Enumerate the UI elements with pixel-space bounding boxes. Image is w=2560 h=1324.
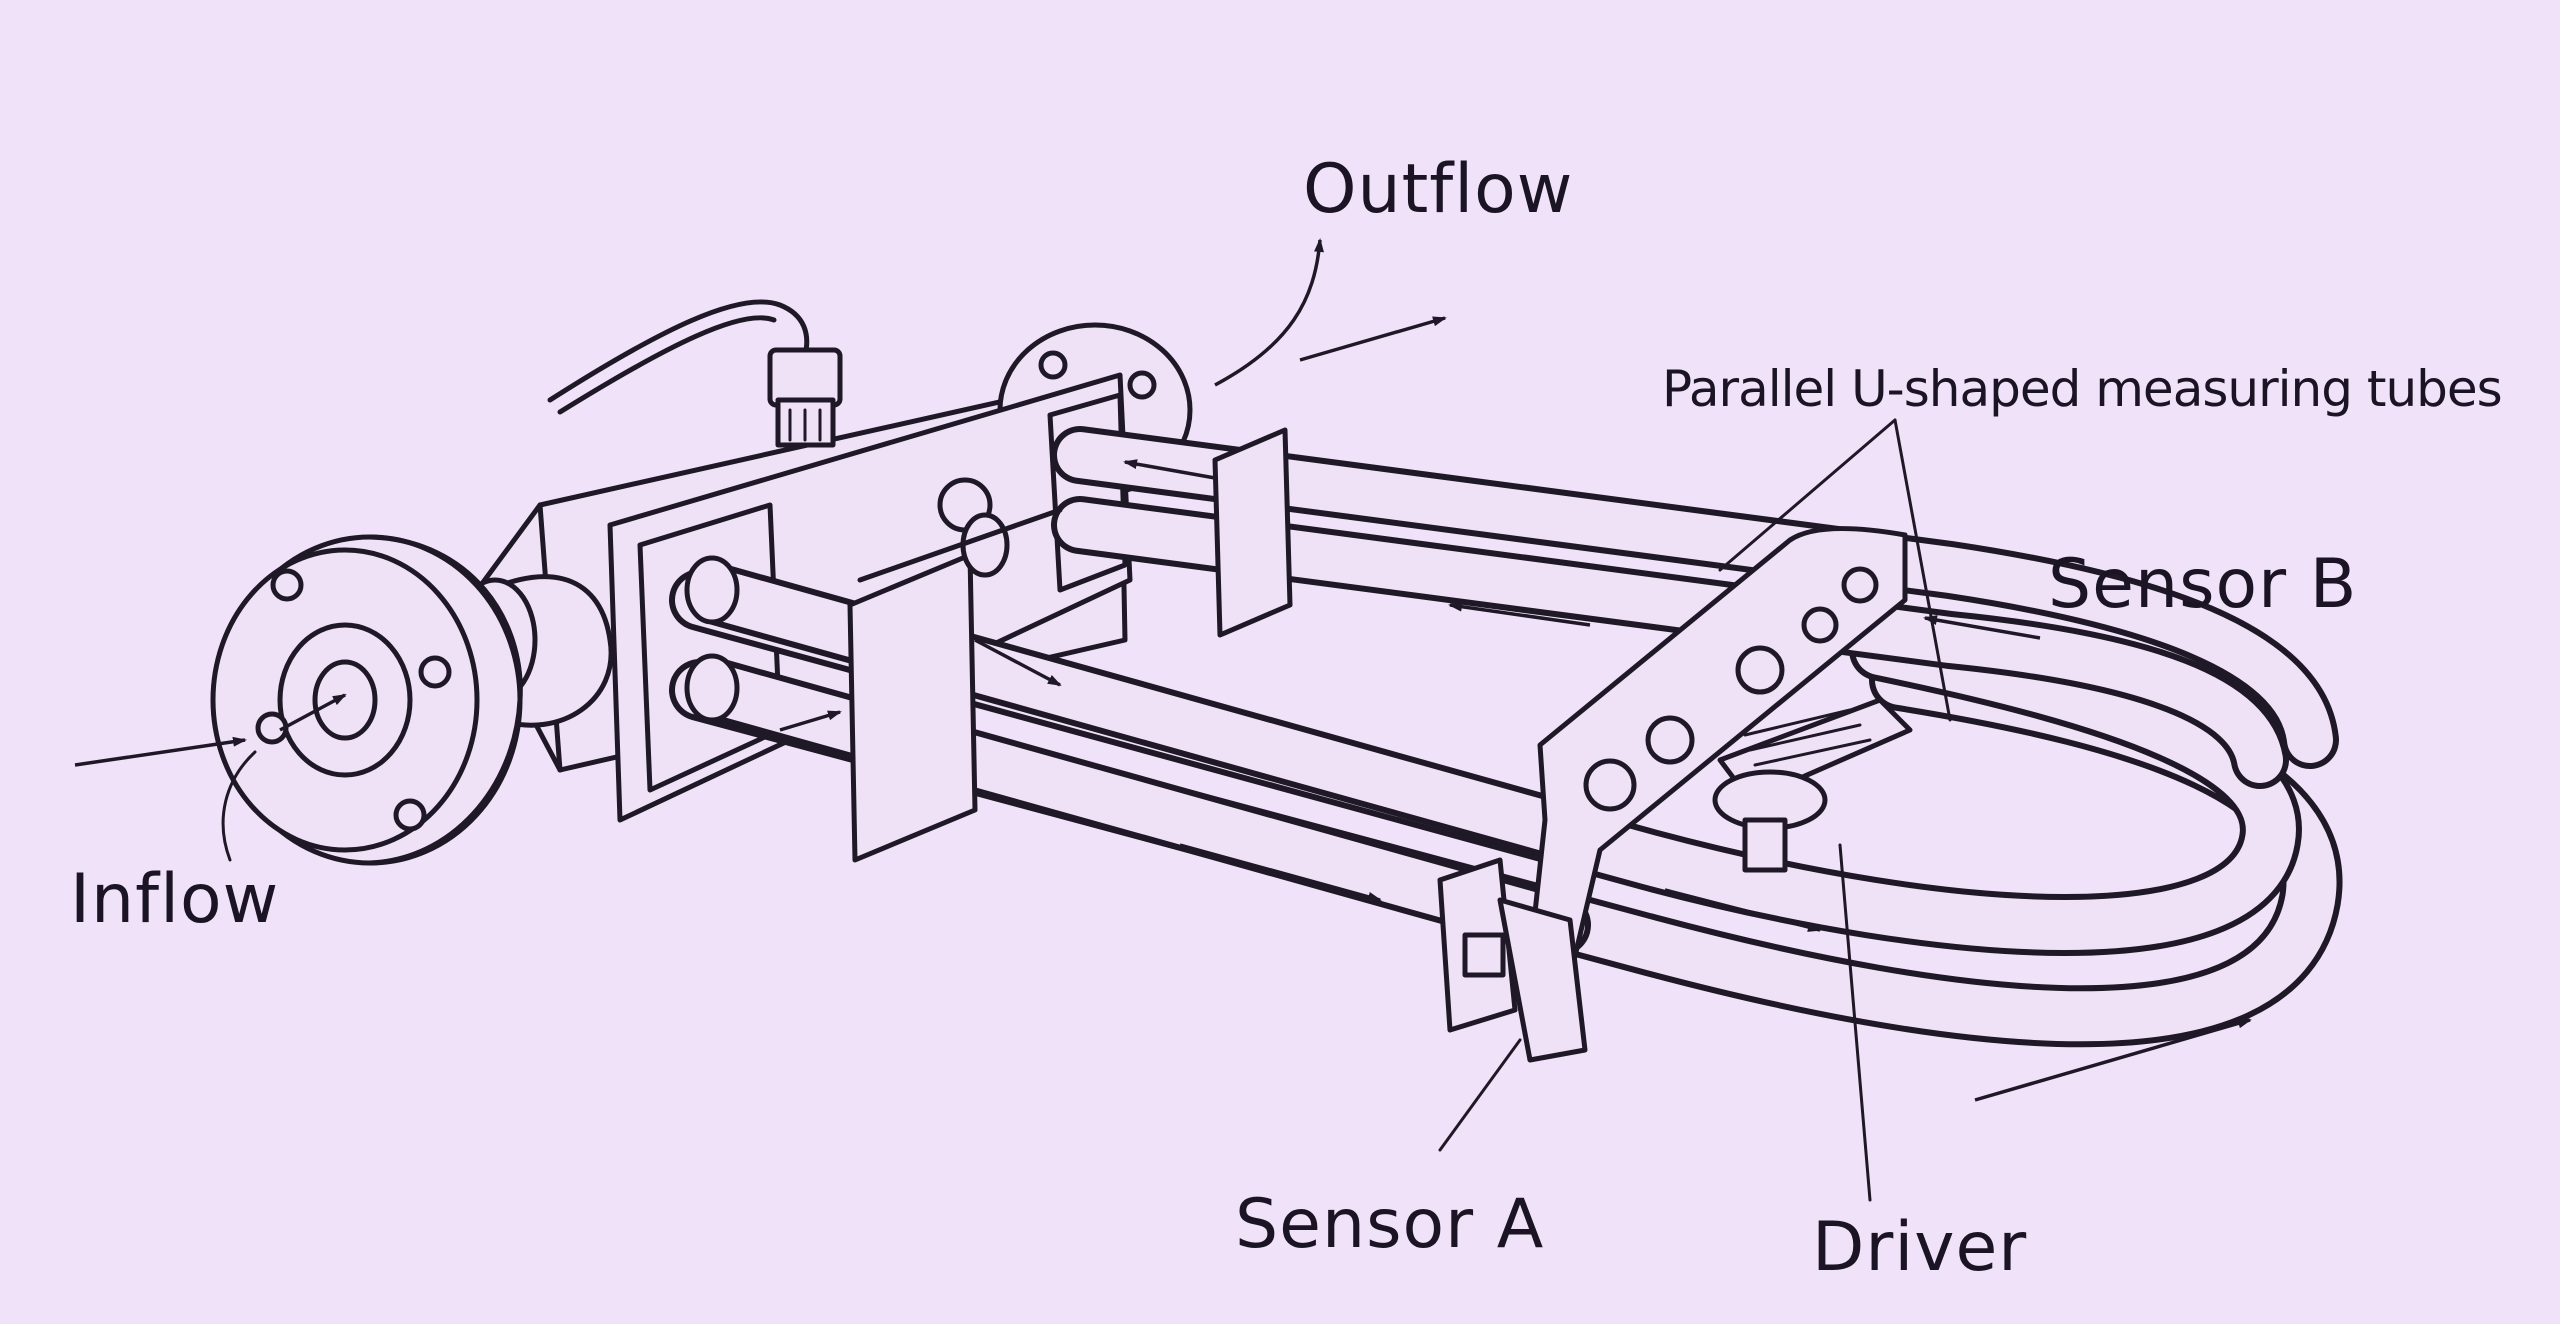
flow-arrow: [1974, 1018, 2252, 1102]
tubes-leader-1: [1718, 418, 1897, 572]
flow-arrow: [1664, 888, 1822, 932]
sensor-a-block: [1437, 857, 1588, 1063]
measuring-tube-front: [669, 569, 2343, 1048]
inflow-leader: [221, 750, 257, 862]
tubes-leader-2: [1893, 418, 1952, 722]
measuring-tube-back: [1051, 426, 2339, 789]
driver-coil: [1712, 697, 1913, 873]
inflow-label: Inflow: [70, 860, 280, 939]
front-brace-plate: [847, 552, 978, 863]
driver-leader: [1838, 843, 1872, 1202]
inflow-arrow: [279, 693, 347, 732]
flow-arrow: [1123, 459, 1216, 480]
rear-brace-plate: [1212, 427, 1293, 638]
flow-arrow: [974, 638, 1062, 687]
driver-label: Driver: [1812, 1208, 2028, 1287]
inflow-arrow: [74, 736, 247, 767]
flow-arrow: [1179, 843, 1382, 902]
valve-fitting: [857, 477, 1063, 583]
sensor-cable: [547, 299, 810, 403]
inlet-flange: [210, 534, 523, 866]
sensor-b-label: Sensor B: [2048, 545, 2358, 624]
cable-connector: [767, 347, 843, 448]
outflow-label: Outflow: [1303, 150, 1574, 229]
outflow-arrow: [1214, 238, 1324, 387]
flow-arrow: [1923, 615, 2041, 640]
center-bracket: [1522, 526, 1908, 1023]
flow-arrow: [779, 710, 842, 732]
sensor-a-label: Sensor A: [1235, 1185, 1545, 1264]
flow-arrow: [1448, 601, 1591, 627]
outflow-arrow: [1299, 316, 1447, 362]
tubes-label: Parallel U-shaped measuring tubes: [1662, 360, 2503, 418]
sensor-a-leader: [1438, 1038, 1522, 1152]
